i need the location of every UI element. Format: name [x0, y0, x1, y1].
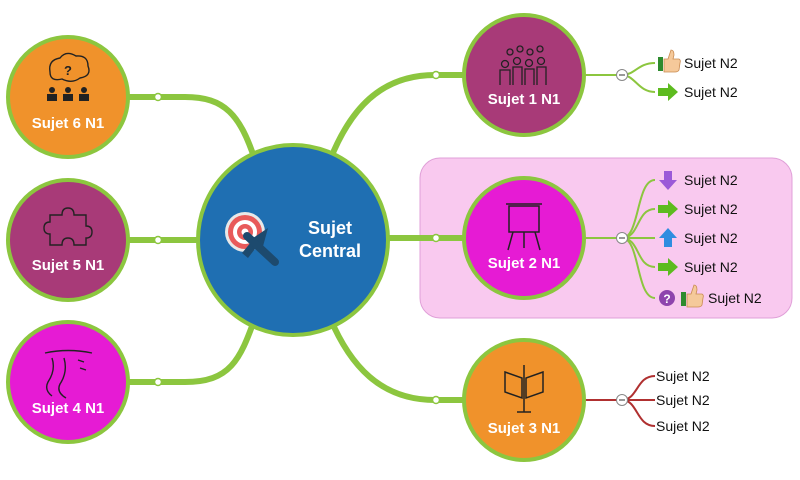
arrow-up-icon: [659, 228, 677, 247]
leaf-s2-4[interactable]: Sujet N2: [658, 258, 738, 276]
branch-dots: [153, 70, 441, 405]
node-sujet-2[interactable]: Sujet 2 N1: [462, 176, 586, 300]
arrow-right-icon: [658, 258, 678, 276]
node-sujet-6[interactable]: ? Sujet 6 N1: [6, 35, 130, 159]
leaf-s2-3[interactable]: Sujet N2: [659, 228, 738, 247]
node-sujet-6-label: Sujet 6 N1: [32, 115, 105, 132]
node-sujet-4-label: Sujet 4 N1: [32, 400, 105, 417]
puzzle-icon: [43, 207, 93, 246]
crowd-icon: [499, 45, 547, 85]
central-title-line2: Central: [299, 241, 361, 261]
river-icon: [44, 349, 93, 399]
collapse-button-2[interactable]: [616, 232, 628, 244]
question-people-icon: ?: [47, 52, 90, 101]
node-sujet-3-label: Sujet 3 N1: [488, 420, 561, 437]
leaf-s2-1[interactable]: Sujet N2: [659, 171, 738, 190]
signpost-icon: [504, 365, 544, 413]
thumbs-up-icon: [658, 49, 681, 73]
leaf-s2-5-label: Sujet N2: [708, 290, 762, 306]
leaf-s2-1-label: Sujet N2: [684, 172, 738, 188]
leaf-s3-1[interactable]: Sujet N2: [656, 368, 710, 384]
node-sujet-1[interactable]: Sujet 1 N1: [462, 13, 586, 137]
node-sujet-3[interactable]: Sujet 3 N1: [462, 338, 586, 462]
leaf-s3-3-label: Sujet N2: [656, 418, 710, 434]
leaf-s1-1-label: Sujet N2: [684, 55, 738, 71]
leaf-s3-1-label: Sujet N2: [656, 368, 710, 384]
leaf-s2-5[interactable]: ? Sujet N2: [659, 284, 762, 308]
target-icon: [225, 212, 279, 266]
node-sujet-4[interactable]: Sujet 4 N1: [6, 320, 130, 444]
leaf-s3-2-label: Sujet N2: [656, 392, 710, 408]
easel-icon: [506, 203, 542, 251]
branch-4: [127, 315, 258, 385]
thumbs-up-icon: [681, 284, 704, 308]
leaf-s2-4-label: Sujet N2: [684, 259, 738, 275]
leaf-s2-2[interactable]: Sujet N2: [658, 200, 738, 218]
collapse-button-3[interactable]: [616, 394, 628, 406]
leaf-s2-2-label: Sujet N2: [684, 201, 738, 217]
node-sujet-2-label: Sujet 2 N1: [488, 255, 561, 272]
central-node[interactable]: Sujet Central: [196, 143, 390, 337]
leaf-s2-3-label: Sujet N2: [684, 230, 738, 246]
collapse-button-1[interactable]: [616, 69, 628, 81]
node-sujet-5-label: Sujet 5 N1: [32, 257, 105, 274]
branch-1: [327, 72, 468, 163]
branch-6: [127, 94, 258, 163]
node-sujet-5[interactable]: Sujet 5 N1: [6, 178, 130, 302]
central-title-line1: Sujet: [308, 218, 352, 238]
question-icon: ?: [659, 290, 675, 306]
leaf-s1-2[interactable]: Sujet N2: [658, 83, 738, 101]
arrow-right-icon: [658, 200, 678, 218]
arrow-down-icon: [659, 171, 677, 190]
leaf-s1-2-label: Sujet N2: [684, 84, 738, 100]
leaf-s3-3[interactable]: Sujet N2: [656, 418, 710, 434]
leaf-s1-1[interactable]: Sujet N2: [658, 49, 738, 73]
svg-text:?: ?: [64, 63, 72, 78]
arrow-right-icon: [658, 83, 678, 101]
branch-3: [327, 315, 468, 403]
node-sujet-1-label: Sujet 1 N1: [488, 91, 561, 108]
leaf-s3-2[interactable]: Sujet N2: [656, 392, 710, 408]
main-branches: [127, 72, 468, 403]
svg-text:?: ?: [663, 292, 670, 306]
